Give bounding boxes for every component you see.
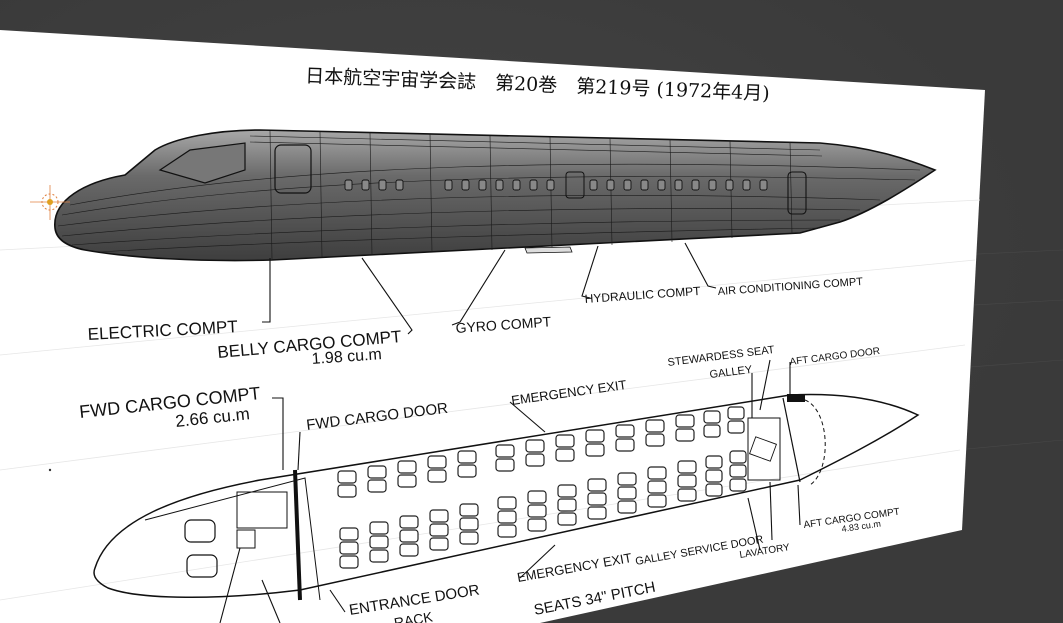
seat-row-lower	[339, 450, 747, 569]
plan-view-leaders	[219, 359, 801, 623]
fuselage-panel-lines	[57, 135, 921, 253]
label-gyro-compt: GYRO COMPT	[455, 313, 552, 336]
label-belly-cargo-volume: 1.98 cu.m	[311, 346, 382, 368]
side-view-leaders	[262, 242, 717, 335]
cabin-windows	[344, 179, 768, 191]
fuselage-plan-view	[93, 393, 920, 601]
fuselage-side-view[interactable]	[54, 129, 937, 262]
fuselage-frame-lines	[269, 130, 793, 260]
label-galley: GALLEY	[709, 364, 754, 381]
origin-marker-icon[interactable]	[30, 185, 70, 220]
seat-row-upper	[337, 406, 745, 498]
seat-grid	[337, 406, 747, 569]
stray-dot	[48, 468, 52, 472]
